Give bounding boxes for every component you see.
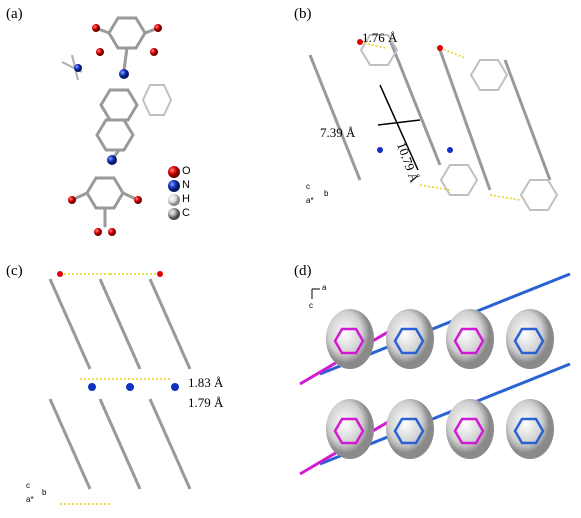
panel-d-packing xyxy=(299,272,571,476)
axis-label-a: a* xyxy=(26,495,34,504)
legend-hydrogen-ball xyxy=(168,194,180,206)
legend-label-n: N xyxy=(182,179,190,191)
legend-carbon-ball xyxy=(168,208,180,220)
legend-label-c: C xyxy=(182,207,190,219)
panel-d-label: (d) xyxy=(294,263,312,279)
panel-b: (b) 1.76 Å 7.39 Å 10.79 Å c a* b xyxy=(290,0,581,259)
hbond-distance-1: 1.83 Å xyxy=(188,375,224,390)
legend-label-o: O xyxy=(182,165,191,177)
hbond-distance-2: 1.79 Å xyxy=(188,395,224,410)
axis-label-b: b xyxy=(42,488,47,497)
hbond-distance-label: 1.76 Å xyxy=(362,30,398,45)
axis-label-c: c xyxy=(306,182,310,191)
panel-a-label: (a) xyxy=(6,6,23,22)
panel-b-packing xyxy=(308,34,559,211)
panel-a: (a) xyxy=(0,0,290,259)
panel-a-molecule xyxy=(61,16,180,236)
panel-c: (c) 1.83 Å 1.79 Å c a* b xyxy=(0,259,290,518)
axis-label-a: a xyxy=(322,283,327,292)
legend-label-h: H xyxy=(182,193,190,205)
axis-label-c: c xyxy=(26,481,30,490)
legend-nitrogen-ball xyxy=(168,180,180,192)
legend-oxygen-ball xyxy=(168,166,180,178)
panel-c-packing xyxy=(48,271,192,505)
width-distance-label: 7.39 Å xyxy=(320,125,356,140)
axis-label-a: a* xyxy=(306,196,314,205)
axis-label-b: b xyxy=(324,189,329,198)
panel-d: (d) xyxy=(290,259,581,518)
axis-label-c: c xyxy=(309,301,313,310)
panel-b-label: (b) xyxy=(294,6,312,22)
panel-c-label: (c) xyxy=(6,263,23,279)
